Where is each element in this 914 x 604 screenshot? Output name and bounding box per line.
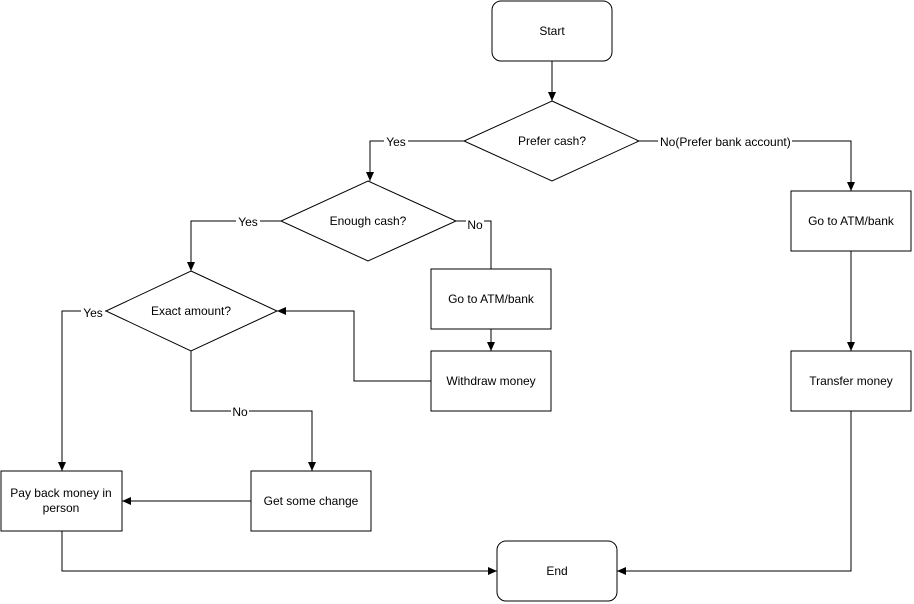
node-end[interactable]: End [496,540,618,602]
edge-exact-amount-yes [58,310,106,471]
node-pay-back[interactable]: Pay back money in person [0,470,123,532]
node-prefer-cash-label: Prefer cash? [518,134,586,148]
node-end-label: End [546,564,567,578]
node-pay-back-label-line2: person [43,501,80,515]
node-atm-right-label: Go to ATM/bank [808,214,895,228]
label-enough-yes: Yes [238,215,258,229]
node-enough-cash-label: Enough cash? [330,214,407,228]
label-exact-no: No [232,405,248,419]
node-withdraw-money-label: Withdraw money [446,374,535,388]
node-atm-left-label: Go to ATM/bank [448,292,535,306]
edge-exact-amount-no [190,351,316,471]
node-get-change-label: Get some change [264,494,359,508]
node-get-change[interactable]: Get some change [250,470,372,532]
edge-labels: Yes No(Prefer bank account) Yes No Yes N… [81,134,792,419]
edge-prefer-cash-yes [366,140,464,181]
edge-withdraw-to-exact-amount [277,307,431,382]
node-pay-back-label-line1: Pay back money in [10,486,111,500]
label-prefer-yes: Yes [386,135,406,149]
node-exact-amount-label: Exact amount? [151,304,231,318]
edge-transfer-to-end [617,411,852,575]
node-transfer-money[interactable]: Transfer money [790,350,912,412]
label-enough-no: No [467,218,483,232]
node-atm-left[interactable]: Go to ATM/bank [430,268,552,330]
node-enough-cash[interactable]: Enough cash? [279,180,458,262]
node-exact-amount[interactable]: Exact amount? [104,270,279,352]
node-atm-right[interactable]: Go to ATM/bank [790,190,912,252]
edge-pay-back-to-end [61,531,497,575]
label-prefer-no: No(Prefer bank account) [660,135,791,149]
node-prefer-cash[interactable]: Prefer cash? [462,100,641,182]
node-start-label: Start [539,24,565,38]
node-transfer-money-label: Transfer money [809,374,893,388]
node-withdraw-money[interactable]: Withdraw money [430,350,552,412]
node-start[interactable]: Start [491,0,613,62]
label-exact-yes: Yes [83,306,103,320]
